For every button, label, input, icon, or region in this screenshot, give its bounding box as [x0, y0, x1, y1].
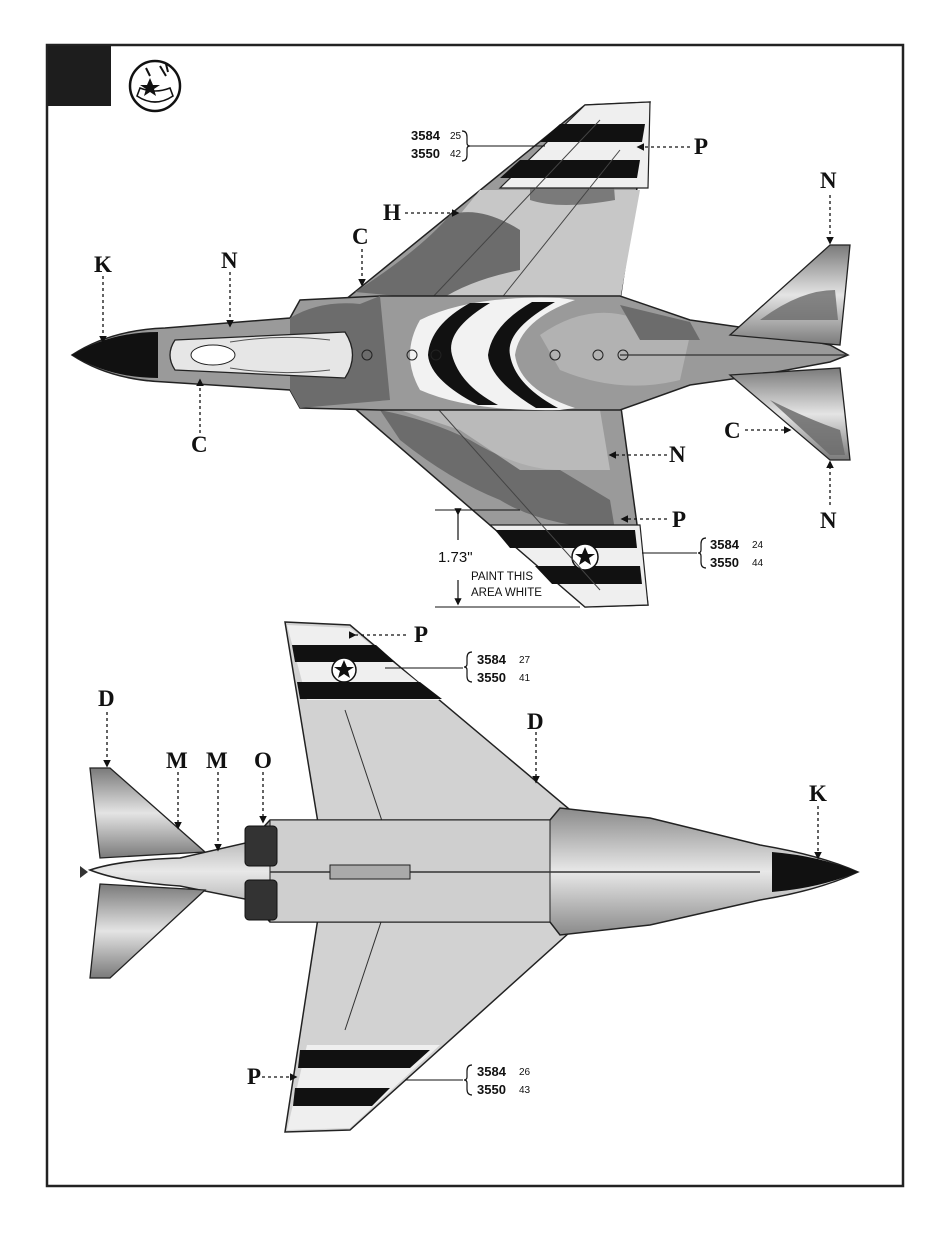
svg-text:3550: 3550 [411, 146, 440, 161]
bottom-star-insignia [332, 658, 356, 682]
svg-text:3584: 3584 [411, 128, 441, 143]
decal-ref-2: 3584 24 3550 44 [642, 537, 764, 570]
paint-note-line1: PAINT THIS [471, 571, 533, 583]
svg-text:3550: 3550 [477, 1082, 506, 1097]
svg-text:3584: 3584 [477, 1064, 507, 1079]
svg-text:3550: 3550 [710, 555, 739, 570]
bottom-view-aircraft [80, 622, 858, 1132]
callout-D-tail: D [98, 686, 115, 711]
callout-C-tail: C [724, 418, 741, 443]
decal-ref-4: 3584 26 3550 43 [405, 1064, 531, 1097]
svg-text:44: 44 [752, 558, 764, 569]
callout-N-tail-bottom: N [820, 508, 837, 533]
wing-star-insignia [572, 544, 598, 570]
callout-N-tail-top: N [820, 168, 837, 193]
engine-nozzle-lower [245, 880, 277, 920]
paint-star-icon [130, 61, 180, 111]
paint-note-line2: AREA WHITE [471, 587, 542, 599]
bottom-tailplane-lower [90, 884, 205, 978]
callout-M-2: M [206, 748, 228, 773]
svg-text:3584: 3584 [477, 652, 507, 667]
svg-text:27: 27 [519, 655, 531, 666]
svg-text:25: 25 [450, 131, 462, 142]
callout-P-upper-wing: P [694, 134, 708, 159]
callout-N-wing: N [669, 442, 686, 467]
top-left-wing-stripe-1 [540, 124, 645, 142]
callout-M-1: M [166, 748, 188, 773]
callout-D-wing: D [527, 709, 544, 734]
svg-text:26: 26 [519, 1067, 531, 1078]
callout-N-nose: N [221, 248, 238, 273]
svg-text:43: 43 [519, 1085, 531, 1096]
callout-P-bottom-upper: P [414, 622, 428, 647]
svg-text:24: 24 [752, 540, 764, 551]
callout-H: H [383, 200, 401, 225]
top-right-wing-stripe-1 [495, 530, 637, 548]
svg-text:41: 41 [519, 673, 531, 684]
svg-text:3550: 3550 [477, 670, 506, 685]
bottom-upper-wing-stripe-2 [297, 682, 442, 699]
top-left-wing-stripe-2 [500, 160, 640, 178]
bottom-tailplane-upper [90, 768, 205, 858]
callout-P-bottom-lower: P [247, 1064, 261, 1089]
dimension-value: 1.73" [438, 549, 473, 566]
svg-text:3584: 3584 [710, 537, 740, 552]
callout-P-lower-wing: P [672, 507, 686, 532]
step-number-box [48, 46, 111, 106]
callout-O: O [254, 748, 272, 773]
svg-text:42: 42 [450, 149, 462, 160]
callout-K-top: K [94, 252, 112, 277]
top-view-aircraft [72, 102, 850, 607]
callout-C-nose-lower: C [191, 432, 208, 457]
callout-C-wing-upper: C [352, 224, 369, 249]
bottom-lower-wing-stripe-1 [298, 1050, 430, 1068]
callout-K-bottom: K [809, 781, 827, 806]
engine-nozzle-upper [245, 826, 277, 866]
top-nose-cone [72, 332, 158, 378]
